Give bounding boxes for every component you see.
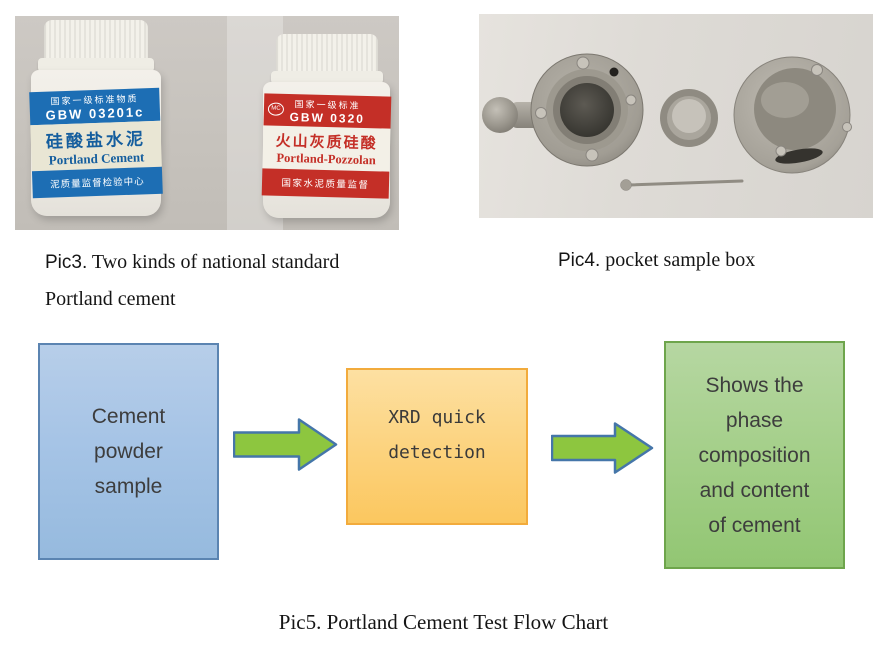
jar-cap-brim — [271, 71, 383, 84]
caption-pic3: Pic3. Two kinds of national standard Por… — [45, 244, 339, 317]
flow-step-result-phase-composition: Shows the phase composition and content … — [664, 341, 845, 569]
container-body — [733, 56, 852, 174]
flow-arrow-1 — [233, 418, 338, 471]
label-band-top: 国家一级标准物质 GBW 03201c — [29, 87, 161, 126]
metal-parts-illustration — [482, 53, 852, 191]
flow-step-label: Shows the phase composition and content … — [698, 373, 811, 537]
red-label-cement-jar: MC 国家一级标准 GBW 0320 火山灰质硅酸 Portland-Pozzo… — [261, 34, 392, 226]
photo-pocket-sample-box — [479, 14, 873, 218]
flow-step-cement-powder-sample: Cement powder sample — [38, 343, 219, 560]
label-name-en: Portland Cement — [48, 149, 145, 168]
label-band-bottom: 国家水泥质量监督 — [261, 168, 390, 199]
flow-step-label: Cement powder sample — [91, 405, 166, 498]
arrow-right-icon — [233, 418, 338, 471]
flow-step-xrd-quick-detection: XRD quick detection — [346, 368, 528, 525]
caption-pic4-prefix: Pic4. — [558, 250, 601, 271]
caption-pic4-rest: pocket sample box — [605, 249, 756, 271]
jar-cap-brim — [38, 58, 154, 72]
jar-body: MC 国家一级标准 GBW 0320 火山灰质硅酸 Portland-Pozzo… — [261, 82, 392, 218]
jar-body: 国家一级标准物质 GBW 03201c 硅酸盐水泥 Portland Cemen… — [29, 70, 163, 216]
caption-pic3-line1: Two kinds of national standard — [91, 251, 340, 273]
caption-pic3-line2: Portland cement — [45, 288, 176, 310]
arrow-right-icon — [551, 422, 654, 474]
flow-step-label: XRD quick detection — [388, 406, 486, 463]
label-name-en: Portland-Pozzolan — [276, 150, 376, 168]
caption-pic4: Pic4. pocket sample box — [558, 242, 755, 279]
jar-label: 国家一级标准物质 GBW 03201c 硅酸盐水泥 Portland Cemen… — [29, 87, 163, 199]
jar-label: MC 国家一级标准 GBW 0320 火山灰质硅酸 Portland-Pozzo… — [261, 93, 392, 199]
label-band-middle: 火山灰质硅酸 Portland-Pozzolan — [262, 125, 391, 172]
flow-arrow-2 — [551, 422, 654, 474]
label-code: GBW 03201c — [45, 104, 145, 123]
blue-label-cement-jar: 国家一级标准物质 GBW 03201c 硅酸盐水泥 Portland Cemen… — [28, 20, 164, 218]
spatula — [620, 179, 744, 191]
label-band-top: MC 国家一级标准 GBW 0320 — [263, 93, 392, 129]
photo-cement-jars: 国家一级标准物质 GBW 03201c 硅酸盐水泥 Portland Cemen… — [15, 16, 399, 230]
label-band-middle: 硅酸盐水泥 Portland Cement — [30, 120, 162, 172]
sample-dish — [660, 89, 718, 147]
caption-pic3-prefix: Pic3. — [45, 252, 88, 273]
label-band-bottom: 泥质量监督检验中心 — [31, 166, 163, 199]
flanged-vessel — [530, 53, 644, 167]
caption-pic5: Pic5. Portland Cement Test Flow Chart — [278, 610, 609, 634]
